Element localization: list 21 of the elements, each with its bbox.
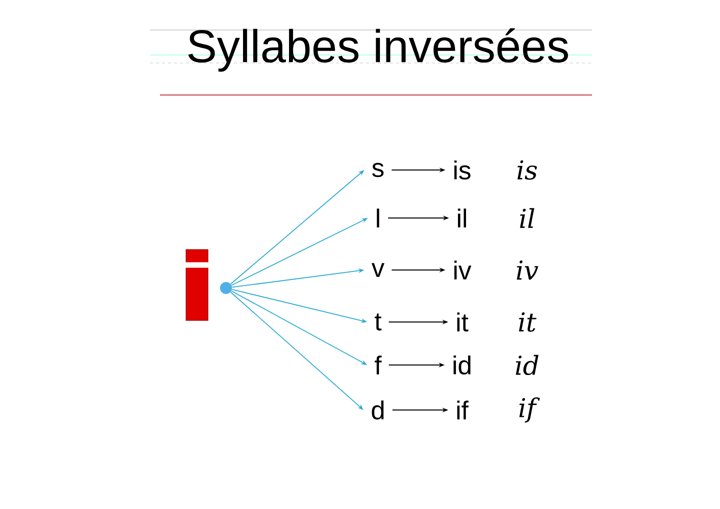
letter-i-block: [185, 249, 209, 321]
syllable: id: [454, 355, 470, 375]
cursive-word: is: [518, 160, 537, 180]
letter: v: [372, 263, 384, 277]
syllable: iv: [454, 260, 472, 280]
letter: f: [374, 356, 382, 374]
syllable: il: [458, 208, 466, 228]
letter: t: [374, 314, 382, 330]
cursive-word: it: [518, 312, 536, 332]
cursive-word: il: [520, 208, 534, 228]
syllable: it: [457, 312, 468, 332]
letter: l: [376, 208, 380, 228]
syllable: is: [454, 160, 470, 180]
syllable: if: [457, 400, 469, 420]
title: Syllabes inversées: [188, 28, 568, 72]
cursive-word: iv: [516, 260, 538, 280]
cursive-word: id: [516, 354, 538, 376]
dot: [220, 282, 232, 294]
cursive-word: if: [519, 397, 540, 423]
letter: s: [372, 162, 384, 178]
letter: d: [372, 400, 384, 420]
